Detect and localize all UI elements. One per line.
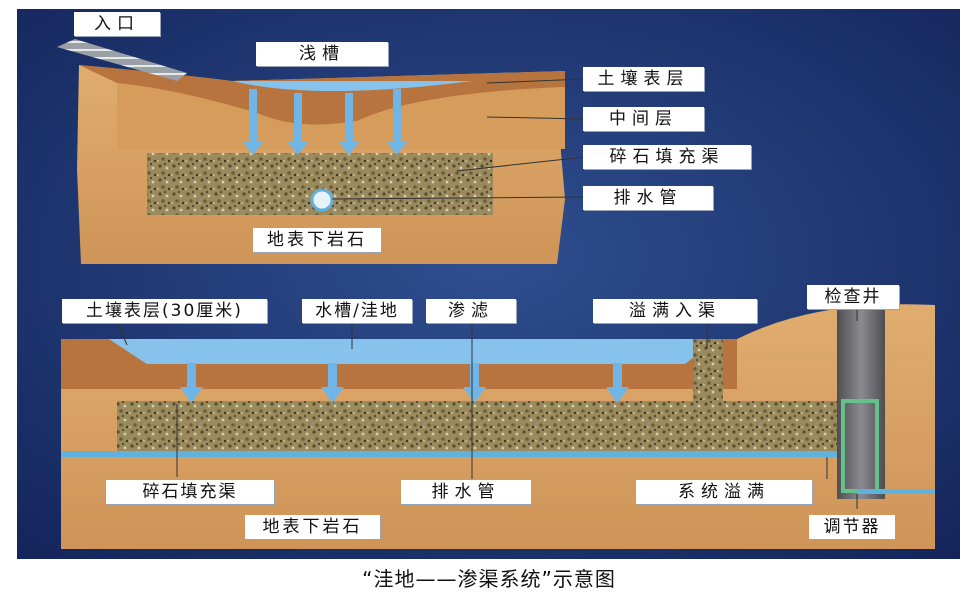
label-shallow-trench: 浅槽 (256, 42, 388, 66)
label-topsoil-depth: 土壤表层(30厘米) (62, 299, 267, 323)
label-swale: 水槽/洼地 (302, 299, 412, 323)
label-inspection-well: 检查井 (807, 285, 899, 309)
top-drain-pipe (312, 190, 332, 210)
label-bedrock-bottom: 地表下岩石 (245, 515, 380, 539)
label-drain-pipe-top: 排水管 (583, 186, 713, 210)
label-middle-layer: 中间层 (583, 107, 704, 131)
swale-infiltration-diagram: 入口 浅槽 土壤表层 中间层 碎石填充渠 排水管 地表下岩石 土壤表层(30厘米… (17, 9, 960, 559)
bottom-swale-water (109, 339, 717, 364)
label-gravel-trench-bottom: 碎石填充渠 (106, 480, 274, 504)
bottom-gravel-trench (117, 401, 837, 453)
regulator-outlet-pipe (857, 489, 935, 494)
bottom-section (61, 304, 935, 549)
label-infiltration: 渗滤 (426, 299, 516, 323)
label-topsoil: 土壤表层 (583, 67, 704, 91)
label-system-overflow: 系统溢满 (636, 480, 812, 504)
diagram-caption: “洼地——渗渠系统”示意图 (0, 563, 978, 592)
overflow-inlet-gravel (693, 339, 723, 401)
label-overflow-inlet: 溢满入渠 (593, 299, 757, 323)
label-entrance: 入口 (74, 12, 160, 36)
label-bedrock-top: 地表下岩石 (253, 228, 381, 252)
label-regulator: 调节器 (809, 515, 895, 539)
diagram-artwork (17, 9, 960, 559)
label-gravel-trench-top: 碎石填充渠 (583, 145, 751, 169)
label-drain-pipe-bottom: 排水管 (401, 480, 531, 504)
bottom-drain-pipe (61, 451, 851, 457)
